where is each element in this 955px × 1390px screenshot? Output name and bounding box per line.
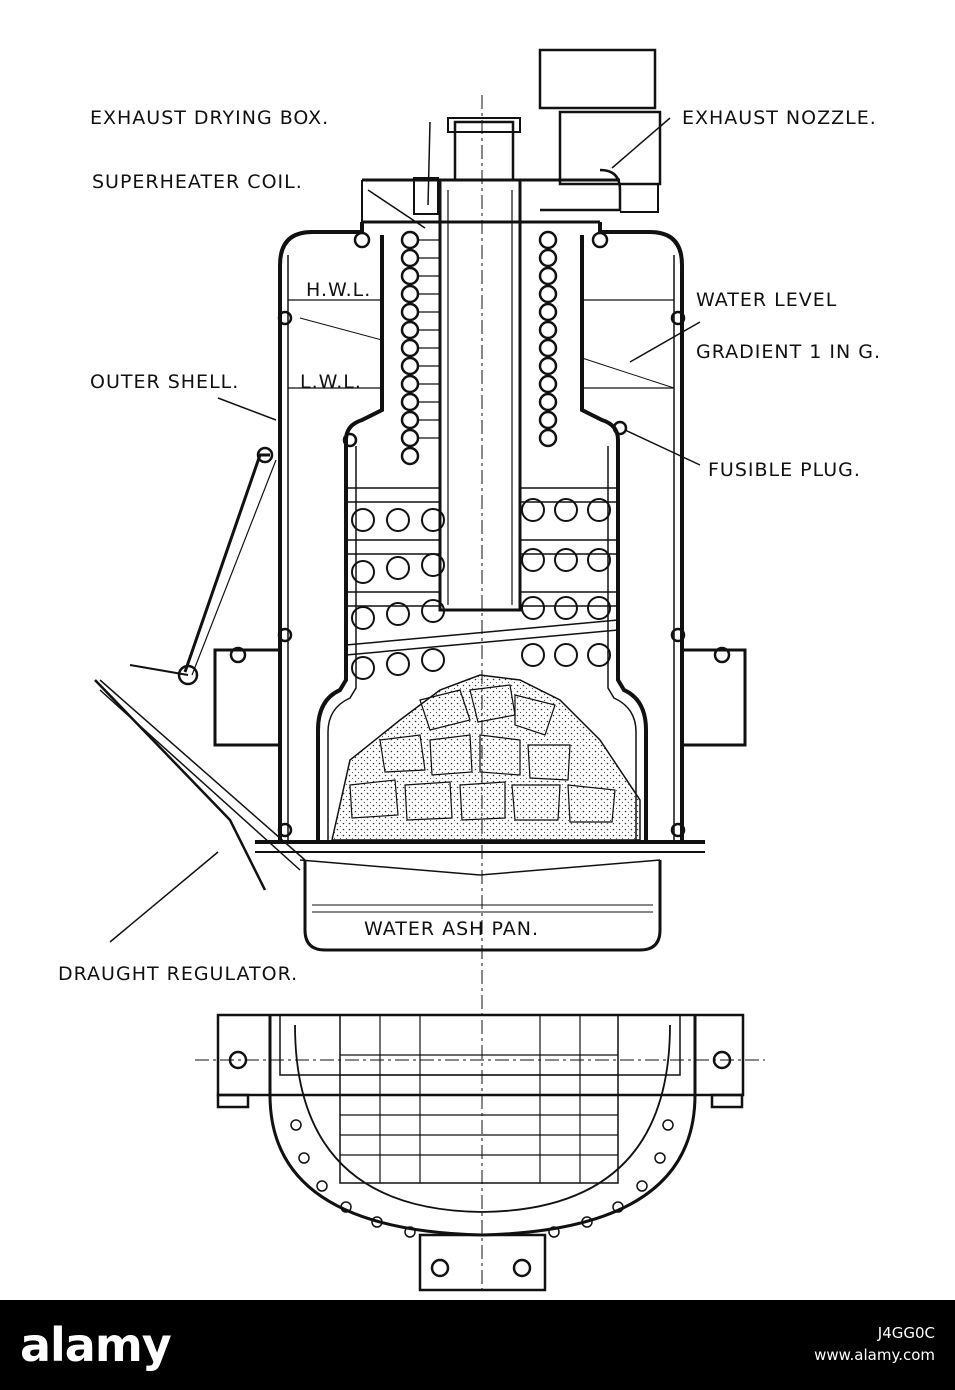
exhaust-pipe: [538, 48, 657, 110]
superheater-coil-right: [538, 230, 558, 448]
watermark-bar: alamy J4GG0C www.alamy.com: [0, 1300, 955, 1390]
firebox: [316, 235, 648, 840]
label-draught-regulator: DRAUGHT REGULATOR.: [58, 963, 298, 985]
label-water-ash-pan: WATER ASH PAN.: [364, 918, 539, 940]
cross-tubes: [345, 487, 619, 656]
outer-shell: [278, 222, 684, 840]
watermark-image-id: J4GG0C: [877, 1324, 935, 1342]
label-lwl: L.W.L.: [300, 371, 362, 393]
draught-regulator: [94, 446, 306, 891]
water-ash-pan: [303, 860, 662, 952]
tube-ends: [351, 498, 611, 680]
fuel-bed: [331, 674, 641, 841]
label-hwl: H.W.L.: [306, 279, 371, 301]
label-water-level: WATER LEVEL: [696, 289, 837, 311]
central-flue: [438, 178, 522, 612]
superheater-coil-left: [400, 230, 420, 466]
label-outer-shell: OUTER SHELL.: [90, 371, 239, 393]
boiler-diagram: EXHAUST DRYING BOX. EXHAUST NOZZLE. SUPE…: [58, 48, 881, 1292]
label-exhaust-drying-box: EXHAUST DRYING BOX.: [90, 107, 329, 129]
watermark-url: www.alamy.com: [814, 1346, 935, 1364]
watermark-info: J4GG0C www.alamy.com: [814, 1322, 935, 1366]
label-exhaust-nozzle: EXHAUST NOZZLE.: [682, 107, 877, 129]
exhaust-drying-box: [413, 177, 439, 215]
label-fusible-plug: FUSIBLE PLUG.: [708, 459, 861, 481]
label-gradient: GRADIENT 1 IN G.: [696, 341, 881, 363]
plan-view: [195, 1013, 765, 1292]
label-superheater-coil: SUPERHEATER COIL.: [92, 171, 303, 193]
watermark-logo: alamy: [20, 1318, 172, 1372]
